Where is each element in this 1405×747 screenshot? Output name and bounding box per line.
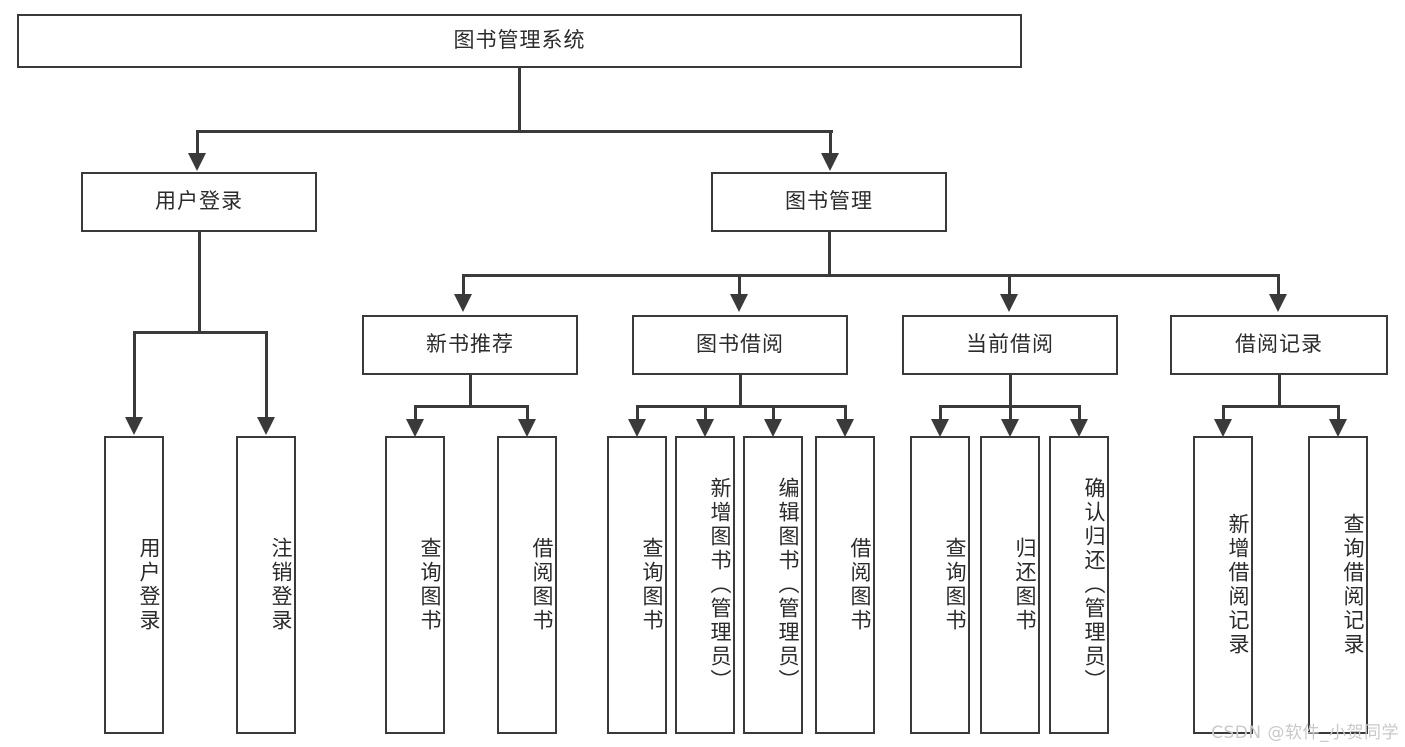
node-book-borrow-label: 图书借阅 — [696, 332, 784, 357]
edge-new-book-child-2 — [526, 405, 529, 421]
node-current-borrow-label: 当前借阅 — [966, 332, 1054, 357]
leaf-borrow-record-query[interactable]: 查询借阅记录 — [1308, 436, 1368, 734]
node-borrow-record-label: 借阅记录 — [1235, 332, 1323, 357]
arrow-root-to-user-login — [188, 153, 206, 171]
edge-current-borrow-child-3 — [1078, 405, 1081, 421]
leaf-book-borrow-add[interactable]: 新增图书（管理员） — [675, 436, 735, 734]
leaf-label: 查询图书 — [418, 537, 442, 633]
node-borrow-record[interactable]: 借阅记录 — [1170, 315, 1388, 375]
leaf-current-borrow-confirm[interactable]: 确认归还（管理员） — [1049, 436, 1109, 734]
edge-current-borrow-stem — [1009, 375, 1012, 407]
leaf-new-book-borrow[interactable]: 借阅图书 — [497, 436, 557, 734]
edge-book-borrow-child-1 — [636, 405, 639, 421]
leaf-label: 借阅图书 — [848, 537, 872, 633]
node-new-book-recommend-label: 新书推荐 — [426, 332, 514, 357]
edge-root-stem — [518, 68, 521, 132]
arrow-book-manage-child-1 — [454, 294, 472, 312]
arrow-book-manage-child-4 — [1269, 294, 1287, 312]
arrow-user-login-child-2 — [257, 417, 275, 435]
edge-book-manage-child-4 — [1277, 274, 1280, 296]
leaf-label: 新增借阅记录 — [1226, 513, 1250, 657]
edge-current-borrow-child-2 — [1009, 405, 1012, 421]
leaf-label: 用户登录 — [137, 537, 161, 633]
leaf-book-borrow-borrow[interactable]: 借阅图书 — [815, 436, 875, 734]
leaf-label: 借阅图书 — [530, 537, 554, 633]
arrow-current-borrow-child-2 — [1001, 419, 1019, 437]
leaf-label: 确认归还（管理员） — [1082, 477, 1106, 693]
node-current-borrow[interactable]: 当前借阅 — [902, 315, 1118, 375]
leaf-book-borrow-edit[interactable]: 编辑图书（管理员） — [743, 436, 803, 734]
edge-book-borrow-bus — [636, 405, 847, 408]
edge-book-borrow-child-2 — [704, 405, 707, 421]
node-book-borrow[interactable]: 图书借阅 — [632, 315, 848, 375]
edge-book-manage-stem — [828, 232, 831, 276]
node-new-book-recommend[interactable]: 新书推荐 — [362, 315, 578, 375]
arrow-user-login-child-1 — [125, 417, 143, 435]
leaf-book-borrow-query[interactable]: 查询图书 — [607, 436, 667, 734]
leaf-new-book-query[interactable]: 查询图书 — [385, 436, 445, 734]
edge-borrow-record-stem — [1278, 375, 1281, 407]
edge-book-borrow-stem — [739, 375, 742, 407]
node-book-manage-label: 图书管理 — [785, 189, 873, 214]
edge-user-login-stem — [198, 232, 201, 333]
node-user-login[interactable]: 用户登录 — [81, 172, 317, 232]
edge-book-borrow-child-4 — [844, 405, 847, 421]
arrow-root-to-book-manage — [821, 153, 839, 171]
leaf-label: 归还图书 — [1013, 537, 1037, 633]
edge-user-login-bus — [133, 331, 268, 334]
leaf-user-login-login[interactable]: 用户登录 — [104, 436, 164, 734]
arrow-new-book-child-2 — [518, 419, 536, 437]
leaf-borrow-record-add[interactable]: 新增借阅记录 — [1193, 436, 1253, 734]
edge-user-login-child-1 — [133, 331, 136, 419]
edge-new-book-bus — [414, 405, 529, 408]
leaf-current-borrow-query[interactable]: 查询图书 — [910, 436, 970, 734]
edge-borrow-record-bus — [1222, 405, 1340, 408]
edge-current-borrow-child-1 — [939, 405, 942, 421]
edge-new-book-stem — [469, 375, 472, 407]
edge-book-manage-child-3 — [1008, 274, 1011, 296]
leaf-label: 编辑图书（管理员） — [776, 477, 800, 693]
arrow-current-borrow-child-1 — [931, 419, 949, 437]
leaf-label: 注销登录 — [269, 537, 293, 633]
edge-book-manage-bus — [462, 274, 1280, 277]
edge-borrow-record-child-2 — [1337, 405, 1340, 421]
node-book-manage[interactable]: 图书管理 — [711, 172, 947, 232]
arrow-book-manage-child-2 — [730, 294, 748, 312]
node-user-login-label: 用户登录 — [155, 189, 243, 214]
arrow-borrow-record-child-2 — [1329, 419, 1347, 437]
edge-user-login-child-2 — [265, 331, 268, 419]
arrow-book-borrow-child-1 — [628, 419, 646, 437]
leaf-label: 查询借阅记录 — [1341, 513, 1365, 657]
arrow-book-borrow-child-2 — [696, 419, 714, 437]
arrow-book-manage-child-3 — [1000, 294, 1018, 312]
node-root[interactable]: 图书管理系统 — [17, 14, 1022, 68]
leaf-label: 查询图书 — [640, 537, 664, 633]
leaf-current-borrow-return[interactable]: 归还图书 — [980, 436, 1040, 734]
leaf-label: 查询图书 — [943, 537, 967, 633]
node-root-label: 图书管理系统 — [453, 28, 586, 53]
edge-book-borrow-child-3 — [772, 405, 775, 421]
arrow-borrow-record-child-1 — [1214, 419, 1232, 437]
leaf-label: 新增图书（管理员） — [708, 477, 732, 693]
arrow-current-borrow-child-3 — [1070, 419, 1088, 437]
arrow-new-book-child-1 — [406, 419, 424, 437]
leaf-user-login-logout[interactable]: 注销登录 — [236, 436, 296, 734]
edge-root-to-book-manage — [829, 130, 832, 155]
arrow-book-borrow-child-3 — [764, 419, 782, 437]
edge-new-book-child-1 — [414, 405, 417, 421]
edge-book-manage-child-2 — [738, 274, 741, 296]
arrow-book-borrow-child-4 — [836, 419, 854, 437]
edge-root-to-user-login — [196, 130, 199, 155]
edge-book-manage-child-1 — [462, 274, 465, 296]
edge-borrow-record-child-1 — [1222, 405, 1225, 421]
watermark: CSDN @软件_小贺同学 — [1211, 723, 1399, 743]
edge-root-bus — [196, 130, 833, 133]
